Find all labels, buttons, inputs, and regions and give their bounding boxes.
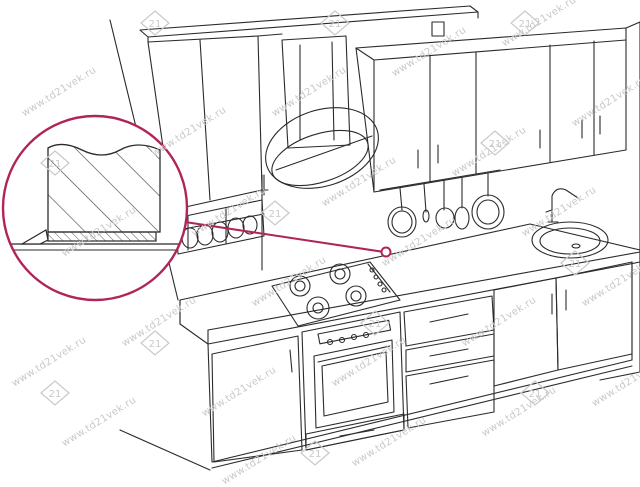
svg-text:21: 21 <box>309 449 322 460</box>
watermark-logo: 21 <box>40 380 70 406</box>
watermark-logo: 21 <box>360 310 390 336</box>
callout-point <box>380 246 392 258</box>
watermark-logo: 21 <box>260 200 290 226</box>
burner-1 <box>289 275 311 297</box>
watermark-logo: 21 <box>560 250 590 276</box>
callout-detail <box>3 116 187 300</box>
svg-text:21: 21 <box>369 319 382 330</box>
range-hood <box>265 35 379 189</box>
svg-text:21: 21 <box>149 339 162 350</box>
watermark-logo: 21 <box>140 10 170 36</box>
utensil-rail <box>379 169 505 238</box>
callout-circle <box>1 114 189 302</box>
floor-line-right <box>599 371 640 381</box>
base-cabinets <box>207 261 633 469</box>
svg-text:21: 21 <box>519 19 532 30</box>
burner-3 <box>306 296 330 320</box>
burner-4 <box>345 285 367 307</box>
watermark-logo: 21 <box>40 150 70 176</box>
svg-text:21: 21 <box>149 19 162 30</box>
burner-2 <box>329 263 351 285</box>
cooktop <box>271 261 401 327</box>
svg-text:21: 21 <box>569 259 582 270</box>
svg-text:21: 21 <box>489 139 502 150</box>
watermark-logo: 21 <box>300 440 330 466</box>
svg-text:21: 21 <box>329 19 342 30</box>
right-end-panel <box>625 21 640 373</box>
plinth-strip <box>47 231 157 242</box>
crown-board <box>139 5 479 43</box>
svg-text:21: 21 <box>49 159 62 170</box>
countertop <box>179 223 640 345</box>
callout-leader <box>184 221 385 253</box>
svg-text:21: 21 <box>269 209 282 220</box>
watermark-logo: 21 <box>510 10 540 36</box>
svg-text:21: 21 <box>529 389 542 400</box>
upper-cabinet-right <box>355 21 627 193</box>
floor-line <box>119 429 211 471</box>
watermark-logo: 21 <box>480 130 510 156</box>
svg-text:21: 21 <box>49 389 62 400</box>
seal-profile <box>19 229 49 245</box>
watermark-logo: 21 <box>520 380 550 406</box>
wall-section <box>47 143 161 233</box>
watermark-logo: 21 <box>140 330 170 356</box>
watermark-logo: 21 <box>320 10 350 36</box>
